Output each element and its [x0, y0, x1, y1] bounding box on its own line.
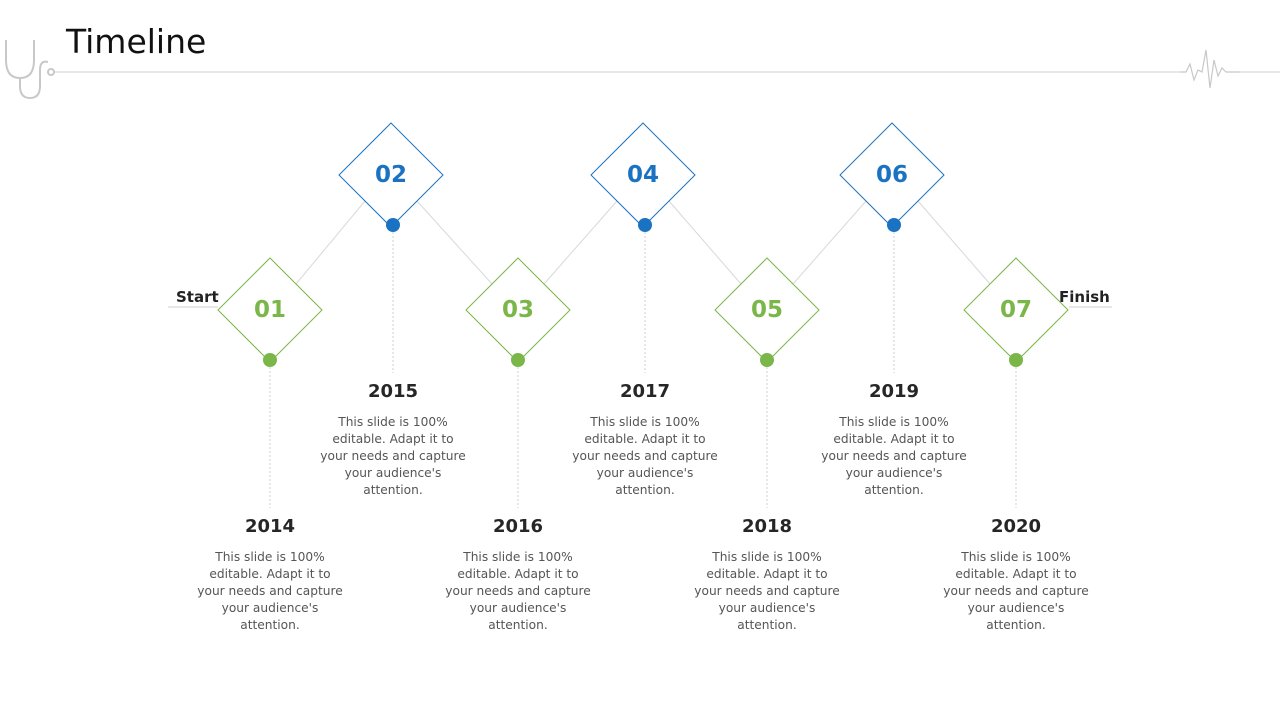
milestone-number: 04	[626, 162, 659, 188]
milestone-number: 03	[501, 297, 534, 323]
milestone-number: 02	[374, 162, 407, 188]
milestone-description: This slide is 100% editable. Adapt it to…	[694, 550, 840, 632]
milestone-dot	[386, 218, 400, 232]
heartbeat-icon	[1180, 49, 1240, 89]
milestone-year: 2015	[367, 381, 419, 402]
milestone-description: This slide is 100% editable. Adapt it to…	[320, 415, 466, 497]
milestone-dot	[263, 353, 277, 367]
stethoscope-icon	[5, 40, 55, 100]
milestone-number: 05	[750, 297, 783, 323]
milestone-dot	[511, 353, 525, 367]
connector-line	[416, 200, 493, 285]
connector-line	[543, 200, 618, 285]
milestone-dot	[638, 218, 652, 232]
milestone-year: 2019	[868, 381, 920, 402]
milestone-number: 07	[999, 297, 1032, 323]
start-label: Start	[176, 288, 219, 306]
milestone-year: 2016	[492, 516, 544, 537]
milestone-dot	[887, 218, 901, 232]
milestone-description: This slide is 100% editable. Adapt it to…	[197, 550, 343, 632]
milestone-description: This slide is 100% editable. Adapt it to…	[572, 415, 718, 497]
milestone-number: 06	[875, 162, 908, 188]
page-title: Timeline	[66, 22, 207, 61]
connector-line	[668, 200, 742, 285]
milestone-description: This slide is 100% editable. Adapt it to…	[821, 415, 967, 497]
milestone-year: 2014	[244, 516, 296, 537]
connector-line	[917, 200, 991, 285]
milestone-dot	[760, 353, 774, 367]
connector-line	[792, 200, 867, 285]
milestone-dot	[1009, 353, 1023, 367]
milestone-description: This slide is 100% editable. Adapt it to…	[943, 550, 1089, 632]
finish-label: Finish	[1059, 288, 1110, 306]
milestone-description: This slide is 100% editable. Adapt it to…	[445, 550, 591, 632]
milestone-year: 2018	[741, 516, 793, 537]
connector-line	[295, 200, 366, 285]
milestone-year: 2020	[990, 516, 1042, 537]
milestone-number: 01	[253, 297, 286, 323]
milestone-year: 2017	[619, 381, 671, 402]
